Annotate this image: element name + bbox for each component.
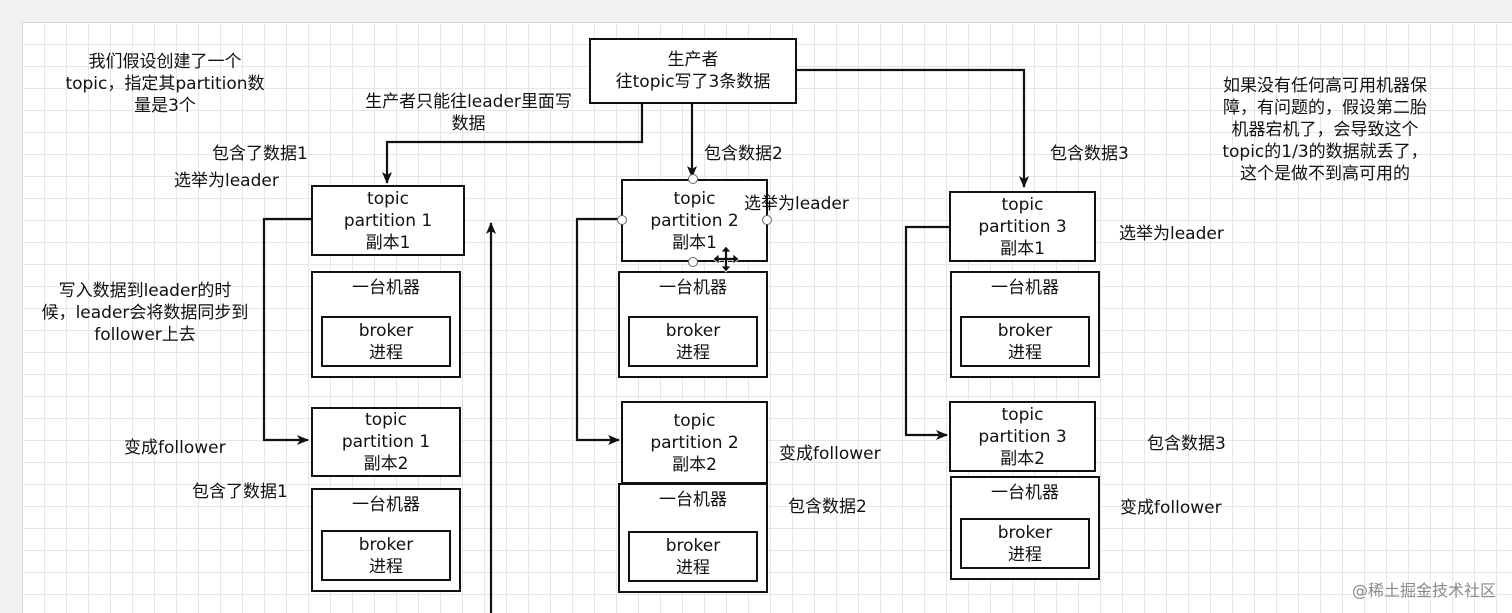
machine-2-top[interactable]: 一台机器 broker 进程 (618, 271, 768, 378)
partition-1-replica-1[interactable]: topic partition 1 副本1 (311, 185, 465, 256)
topic-intro-note: 我们假设创建了一个 topic，指定其partition数 量是3个 (65, 52, 265, 116)
partition-label: partition 3 (978, 216, 1067, 237)
producer-subtitle: 往topic写了3条数据 (615, 72, 771, 92)
partition-2-replica-2[interactable]: topic partition 2 副本2 (621, 401, 768, 484)
replica-label: 副本2 (363, 454, 409, 474)
broker-process[interactable]: broker 进程 (321, 530, 451, 581)
broker-process[interactable]: broker 进程 (960, 316, 1090, 367)
broker-label: broker (665, 320, 721, 341)
p1-contains-bottom-label: 包含了数据1 (192, 482, 288, 502)
replica-label: 副本1 (1000, 238, 1045, 259)
broker-process[interactable]: broker 进程 (321, 316, 451, 367)
write-leader-only-note: 生产者只能往leader里面写 数据 (365, 92, 572, 134)
broker-label: broker (997, 320, 1053, 341)
process-label: 进程 (369, 342, 403, 363)
p3-became-follower-label: 变成follower (1120, 498, 1222, 518)
partition-label: partition 2 (650, 432, 739, 453)
topic-label: topic (1001, 194, 1044, 215)
p3-elected-label: 选举为leader (1119, 224, 1224, 244)
broker-label: broker (665, 535, 721, 556)
broker-process[interactable]: broker 进程 (628, 531, 758, 582)
partition-1-replica-2[interactable]: topic partition 1 副本2 (311, 407, 461, 477)
arrow-p1-replicate[interactable] (262, 217, 312, 445)
arrow-p2-replicate[interactable] (575, 217, 622, 445)
partition-3-replica-2[interactable]: topic partition 3 副本2 (949, 401, 1096, 472)
producer-box[interactable]: 生产者 往topic写了3条数据 (589, 38, 797, 104)
p3-contains-bottom-label: 包含数据3 (1147, 434, 1226, 454)
move-cursor-icon (712, 245, 740, 273)
watermark-text: @稀土掘金技术社区 (1351, 581, 1496, 600)
arrow-producer-to-p3[interactable] (797, 68, 1029, 188)
process-label: 进程 (369, 556, 403, 577)
replica-label: 副本1 (672, 232, 717, 253)
p2-contains-bottom-label: 包含数据2 (788, 497, 867, 517)
machine-label: 一台机器 (991, 483, 1059, 503)
process-label: 进程 (676, 342, 710, 363)
p3-contains-top-label: 包含数据3 (1050, 144, 1129, 164)
canvas-top-ruler (0, 0, 1512, 23)
machine-3-bottom[interactable]: 一台机器 broker 进程 (950, 476, 1100, 580)
p2-elected-label: 选举为leader (744, 194, 849, 214)
broker-label: broker (358, 534, 414, 555)
replica-label: 副本1 (365, 232, 411, 253)
machine-label: 一台机器 (659, 490, 727, 510)
sync-note: 写入数据到leader的时 候，leader会将数据同步到 follower上去 (41, 281, 249, 345)
partition-label: partition 1 (341, 432, 431, 452)
topic-label: topic (367, 188, 409, 209)
partition-label: partition 3 (978, 426, 1067, 447)
broker-label: broker (358, 320, 414, 341)
process-label: 进程 (676, 557, 710, 578)
selection-handle-top[interactable] (688, 174, 698, 184)
no-ha-note: 如果没有任何高可用机器保 障，有问题的，假设第二胎 机器宕机了，会导致这个 to… (1222, 76, 1428, 184)
arrow-producer-to-p1[interactable] (382, 104, 644, 184)
topic-label: topic (1001, 404, 1044, 425)
arrow-p3-replicate[interactable] (904, 225, 949, 440)
partition-3-replica-1[interactable]: topic partition 3 副本1 (949, 191, 1096, 262)
machine-1-top[interactable]: 一台机器 broker 进程 (311, 271, 461, 378)
process-label: 进程 (1008, 342, 1042, 363)
topic-label: topic (673, 188, 716, 209)
canvas-left-ruler (0, 22, 23, 613)
machine-label: 一台机器 (352, 278, 420, 298)
broker-label: broker (997, 522, 1053, 543)
machine-label: 一台机器 (991, 278, 1059, 298)
replica-label: 副本2 (1000, 448, 1045, 469)
process-label: 进程 (1008, 544, 1042, 565)
machine-label: 一台机器 (352, 495, 420, 515)
partition-2-replica-1[interactable]: topic partition 2 副本1 (621, 179, 768, 262)
partition-label: partition 2 (650, 210, 739, 231)
selection-handle-right[interactable] (762, 215, 772, 225)
machine-label: 一台机器 (659, 278, 727, 298)
p1-became-follower-label: 变成follower (124, 438, 226, 458)
topic-label: topic (673, 410, 716, 431)
producer-title: 生产者 (667, 50, 719, 70)
machine-2-bottom[interactable]: 一台机器 broker 进程 (618, 483, 768, 593)
broker-process[interactable]: broker 进程 (960, 518, 1090, 569)
selection-handle-bottom[interactable] (688, 257, 698, 267)
topic-label: topic (365, 410, 407, 430)
partition-label: partition 1 (343, 210, 433, 231)
p1-contains-top-label: 包含了数据1 (212, 144, 308, 164)
selection-handle-left[interactable] (617, 215, 627, 225)
machine-1-bottom[interactable]: 一台机器 broker 进程 (311, 488, 461, 592)
machine-3-top[interactable]: 一台机器 broker 进程 (950, 271, 1100, 378)
p1-elected-label: 选举为leader (174, 171, 279, 191)
p2-became-follower-label: 变成follower (779, 444, 881, 464)
broker-process[interactable]: broker 进程 (628, 316, 758, 367)
p2-contains-top-label: 包含数据2 (704, 144, 783, 164)
replica-label: 副本2 (672, 454, 717, 475)
